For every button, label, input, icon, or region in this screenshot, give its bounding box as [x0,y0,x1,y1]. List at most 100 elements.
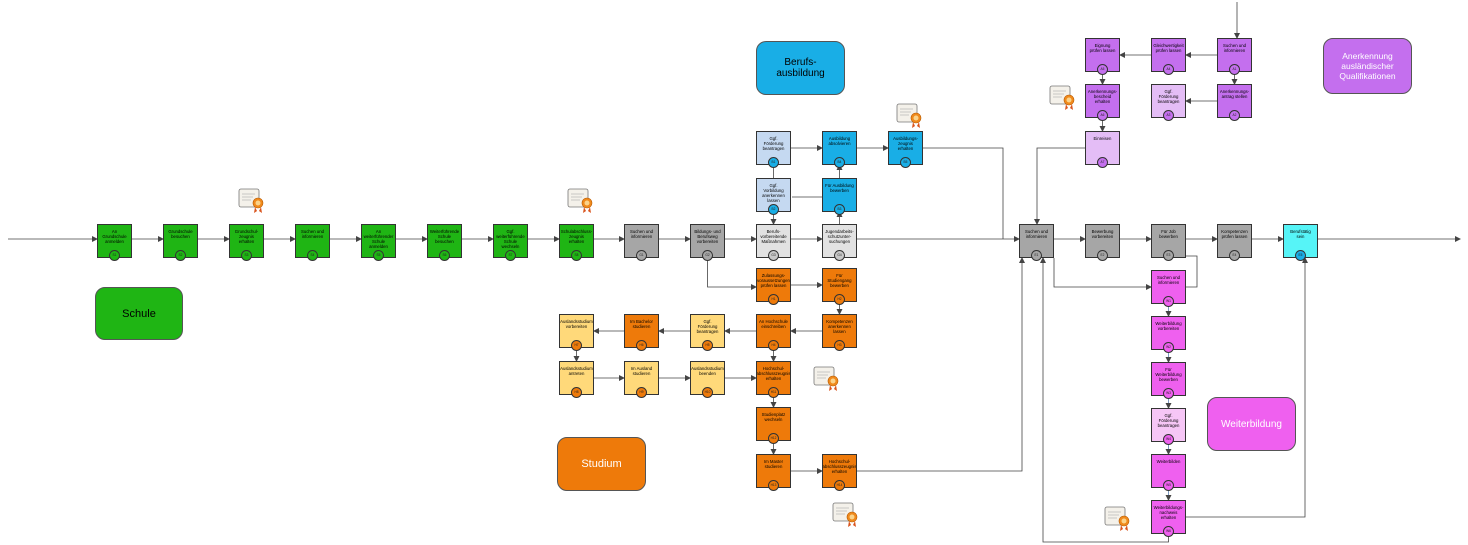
section-schule: Schule [95,287,183,340]
process-step-badge: G4 [834,250,845,261]
process-step-badge: S8 [571,250,582,261]
section-berufsausbildung: Berufs- ausbildung [756,41,845,95]
process-step-badge: H13 [768,480,779,491]
process-step-label: Weiterbilden [1156,459,1181,464]
certificate-icon [813,366,839,391]
process-step-label: Ggf. Vorbildung anerkennen lassen [762,183,785,203]
process-step-h13: Im Master studieren [756,454,791,488]
process-step-label: Hochschul-abschlusszeugnis erhalten [756,366,791,381]
connector-arrow [1040,257,1169,543]
section-weiterbildung-label: Weiterbildung [1221,418,1282,430]
section-anerkennung-label: Anerkennung ausländischer Qualifikatione… [1339,51,1396,81]
certificate-icon [238,188,264,213]
process-step-label: Suchen und informieren [301,229,324,239]
process-step-label: Weiterführende Schule besuchen [429,229,460,244]
process-step-label: Hochschul-abschlusszeugnis erhalten [822,459,857,474]
connector-arrow [1186,257,1308,518]
process-step-badge: S6 [439,250,450,261]
process-step-label: Bewerbung vorbereiten [1091,229,1114,239]
process-step-badge: W3 [1163,388,1174,399]
process-step-badge: S2 [175,250,186,261]
process-step-a2: Anerkennungs-antrag stellen [1217,84,1252,118]
process-step-g4: Jugendarbeits-schutzunter-suchungen [822,224,857,258]
process-step-badge: E3 [1163,250,1174,261]
process-step-label: Jugendarbeits-schutzunter-suchungen [825,229,854,244]
process-step-badge: A1 [1229,64,1240,75]
process-step-badge: B5 [900,157,911,168]
process-step-label: Im Master studieren [763,459,784,469]
process-step-label: Ggf. Förderung beantragen [1157,89,1180,104]
certificate-icon [832,502,858,527]
process-step-badge: S5 [373,250,384,261]
process-step-badge: W4 [1163,434,1174,445]
process-step-badge: A4 [1163,64,1174,75]
process-step-badge: A3 [1163,110,1174,121]
process-step-h14: Hochschul-abschlusszeugnis erhalten [822,454,857,488]
process-step-label: Ggf. weiterführende Schule wechseln [496,229,525,249]
process-step-w1: Suchen und informieren [1151,270,1186,304]
section-berufsausbildung-label: Berufs- ausbildung [776,57,825,79]
process-step-label: Studienplatz wechseln [761,412,786,422]
process-step-h2: Für Studiengang bewerben [822,268,857,302]
process-step-label: Einreisen [1093,136,1112,141]
process-step-label: Ggf. Förderung beantragen [1157,413,1180,428]
certificate-icon [567,188,593,213]
process-step-badge: E5 [1295,250,1306,261]
process-step-label: Ggf. Förderung beantragen [762,136,785,151]
process-step-label: Anerkennungs-antrag stellen [1219,89,1250,99]
process-step-badge: E1 [1031,250,1042,261]
process-step-a6: Anerkennungs-bescheid erhalten [1085,84,1120,118]
process-step-badge: G2 [702,250,713,261]
process-step-badge: B3 [834,204,845,215]
connector-arrow [707,258,757,290]
certificate-icon [1049,85,1075,110]
process-step-badge: A2 [1229,110,1240,121]
process-step-badge: A7 [1097,157,1108,168]
process-step-label: Für Job bewerben [1159,229,1178,239]
certificate-icon [896,103,922,128]
process-step-label: Auslandsstudium vorbereiten [560,319,593,329]
process-step-badge: H12 [768,433,779,444]
process-step-badge: H4 [768,340,779,351]
process-step-badge: S7 [505,250,516,261]
connector-arrow [1053,258,1152,290]
process-step-badge: H6 [636,340,647,351]
connector-arrow [1034,147,1085,225]
process-step-label: Ausbildungs-zeugnis erhalten [893,136,918,151]
process-step-label: Auslandsstudium beenden [691,366,724,376]
process-step-label: Grundschule besuchen [168,229,193,239]
process-step-label: Suchen und informieren [1157,275,1180,285]
process-step-e3: Für Job bewerben [1151,224,1186,258]
process-step-label: Im Ausland studieren [630,366,653,376]
process-step-badge: H8 [571,387,582,398]
process-step-badge: H1 [768,294,779,305]
process-step-label: Suchen und informieren [1223,43,1246,53]
process-step-e4: Kompetenzen prüfen lassen [1217,224,1252,258]
process-step-s4: Suchen und informieren [295,224,330,258]
process-step-badge: A5 [1097,64,1108,75]
process-step-label: Berufs-vorbereitende Maßnahmen [760,229,787,244]
process-step-label: Ggf. Förderung beantragen [696,319,719,334]
process-step-badge: B1 [768,157,779,168]
section-weiterbildung: Weiterbildung [1207,397,1296,451]
process-step-b4: Ausbildung absolvieren [822,131,857,165]
process-step-badge: B2 [768,204,779,215]
process-step-badge: H14 [834,480,845,491]
process-step-badge: H11 [768,387,779,398]
process-step-badge: H7 [571,340,582,351]
process-step-label: Anerkennungs-bescheid erhalten [1087,89,1118,104]
section-schule-label: Schule [122,307,156,320]
process-step-label: Für Ausbildung bewerben [825,183,854,193]
connector-arrow [923,147,1004,239]
process-step-badge: S1 [109,250,120,261]
process-step-label: Eignung prüfen lassen [1089,43,1116,53]
section-anerkennung: Anerkennung ausländischer Qualifikatione… [1323,38,1412,94]
process-step-badge: H5 [702,340,713,351]
process-step-label: Ausbildung absolvieren [828,136,851,146]
section-studium-label: Studium [581,458,622,470]
process-step-badge: W6 [1163,526,1174,537]
process-step-label: Bildungs- und Berufsweg vorbereiten [694,229,721,244]
process-step-badge: B4 [834,157,845,168]
